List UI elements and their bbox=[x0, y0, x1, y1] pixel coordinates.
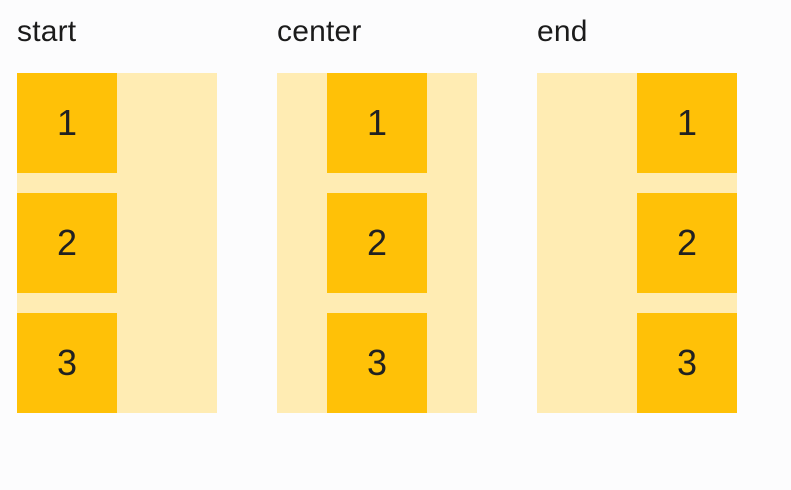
column-center: center 1 2 3 bbox=[277, 14, 477, 413]
column-center-title: center bbox=[277, 15, 362, 48]
grid-item: 2 bbox=[17, 193, 117, 293]
column-start-title: start bbox=[17, 15, 77, 48]
grid-item: 1 bbox=[637, 73, 737, 173]
column-center-container: 1 2 3 bbox=[277, 73, 477, 413]
column-end-container: 1 2 3 bbox=[537, 73, 737, 413]
grid-item: 2 bbox=[637, 193, 737, 293]
grid-item: 1 bbox=[327, 73, 427, 173]
grid-item: 3 bbox=[637, 313, 737, 413]
column-end-title: end bbox=[537, 15, 588, 48]
grid-item: 1 bbox=[17, 73, 117, 173]
grid-item: 2 bbox=[327, 193, 427, 293]
grid-item: 3 bbox=[327, 313, 427, 413]
alignment-demo: start 1 2 3 center 1 2 3 end 1 2 3 bbox=[17, 14, 737, 413]
column-end: end 1 2 3 bbox=[537, 14, 737, 413]
column-start-container: 1 2 3 bbox=[17, 73, 217, 413]
column-start: start 1 2 3 bbox=[17, 14, 217, 413]
grid-item: 3 bbox=[17, 313, 117, 413]
